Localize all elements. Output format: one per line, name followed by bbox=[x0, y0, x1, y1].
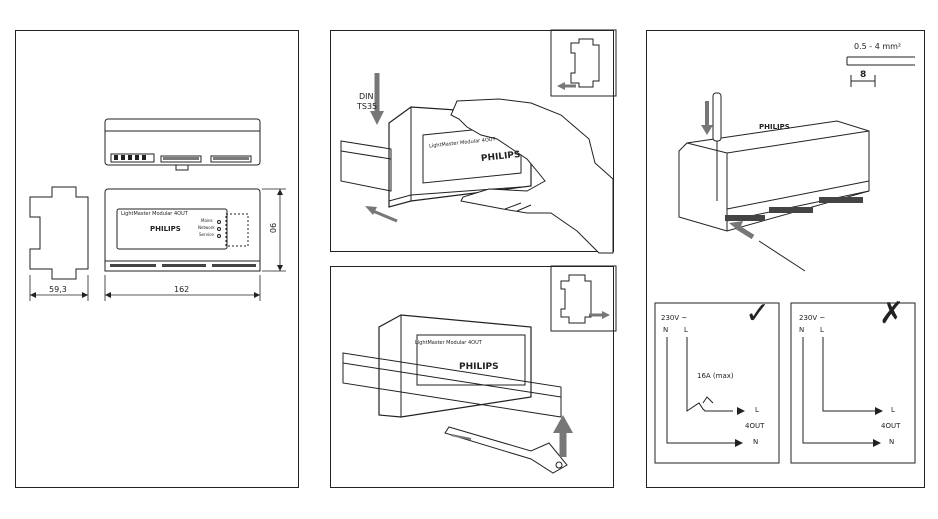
inset-frame bbox=[550, 29, 617, 97]
terminal-block-row bbox=[725, 197, 863, 221]
module-body bbox=[378, 314, 532, 418]
led-label-service: Service bbox=[199, 232, 214, 237]
bad-cross-icon: ✗ bbox=[879, 296, 905, 331]
removal-illustration bbox=[342, 265, 617, 474]
height-dimension: 90 bbox=[268, 222, 278, 234]
din-rail bbox=[342, 352, 562, 418]
front-terminals bbox=[110, 264, 256, 267]
ts35-label: TS35 bbox=[357, 102, 378, 111]
strip-length-label: 8 bbox=[860, 70, 867, 80]
ok-wiring-box bbox=[654, 302, 780, 464]
ok-check-icon: ✓ bbox=[745, 296, 771, 331]
ok-out-line-label: L bbox=[755, 406, 759, 414]
mounting-illustration bbox=[340, 29, 617, 254]
bad-supply-label: 230V ~ bbox=[799, 314, 826, 322]
inset-module-side-icon bbox=[570, 38, 600, 88]
length-dimension: 162 bbox=[174, 285, 190, 294]
wire-size-label: 0.5 - 4 mm² bbox=[854, 42, 902, 51]
product-label-small: LightMaster Modular 4OUT bbox=[121, 211, 188, 217]
din-rail bbox=[340, 140, 392, 192]
ok-arrowheads bbox=[735, 407, 745, 447]
module-isometric bbox=[678, 120, 870, 232]
led-label-mains: Mains bbox=[201, 218, 213, 223]
wiring-illustration bbox=[654, 56, 916, 464]
ok-module-label: 4OUT bbox=[745, 422, 765, 430]
bad-out-line-label: L bbox=[891, 406, 895, 414]
bad-wiring-lines bbox=[802, 337, 879, 444]
bad-wiring-box bbox=[790, 302, 916, 464]
product-label-remove: LightMaster Modular 4OUT bbox=[415, 340, 482, 346]
module-body-terminals bbox=[388, 186, 522, 202]
bad-module-label: 4OUT bbox=[881, 422, 901, 430]
bad-neutral-label: N bbox=[799, 326, 805, 334]
inset-module-side-icon bbox=[560, 274, 592, 324]
ok-line-label: L bbox=[684, 326, 688, 334]
mounting-panel: DIN TS35 LightMaster Modular 4OUT PHILIP… bbox=[330, 29, 617, 254]
inset-frame bbox=[550, 265, 617, 332]
din-label: DIN bbox=[359, 92, 374, 101]
led-label-network: Network bbox=[198, 225, 215, 230]
wire-strip-icon bbox=[846, 56, 915, 87]
dimension-drawing-panel: LightMaster Modular 4OUT PHILIPS Mains N… bbox=[15, 30, 299, 488]
hand-outline bbox=[450, 98, 614, 254]
pull-arrow bbox=[450, 434, 472, 440]
module-top-view bbox=[104, 118, 261, 171]
slide-arrow bbox=[372, 209, 398, 223]
screwdriver-top bbox=[712, 92, 722, 201]
ok-out-neutral-label: N bbox=[753, 438, 759, 446]
module-side-view bbox=[29, 186, 89, 280]
bad-arrowheads bbox=[873, 407, 883, 447]
ok-neutral-label: N bbox=[663, 326, 669, 334]
wiring-panel: 0.5 - 4 mm² 8 PHILIPS ✓ 230V ~ N L 16A (… bbox=[646, 30, 925, 488]
ok-wiring-lines bbox=[666, 337, 741, 444]
brand-label-wiring: PHILIPS bbox=[759, 123, 790, 131]
brand-label-remove: PHILIPS bbox=[459, 362, 499, 372]
inserted-wire bbox=[758, 240, 806, 272]
bad-out-neutral-label: N bbox=[889, 438, 895, 446]
ok-supply-label: 230V ~ bbox=[661, 314, 688, 322]
removal-panel: LightMaster Modular 4OUT PHILIPS bbox=[330, 265, 617, 488]
dimension-drawing bbox=[29, 118, 286, 301]
module-front-view bbox=[104, 188, 261, 272]
depth-dimension: 59,3 bbox=[49, 285, 67, 294]
bad-line-label: L bbox=[820, 326, 824, 334]
status-leds bbox=[217, 220, 221, 238]
dimension-lines bbox=[29, 188, 286, 301]
ok-fuse-label: 16A (max) bbox=[697, 372, 734, 380]
screwdriver bbox=[444, 426, 568, 474]
brand-label-small: PHILIPS bbox=[150, 225, 181, 233]
dimension-arrowheads bbox=[30, 189, 283, 298]
top-terminals bbox=[114, 155, 249, 160]
